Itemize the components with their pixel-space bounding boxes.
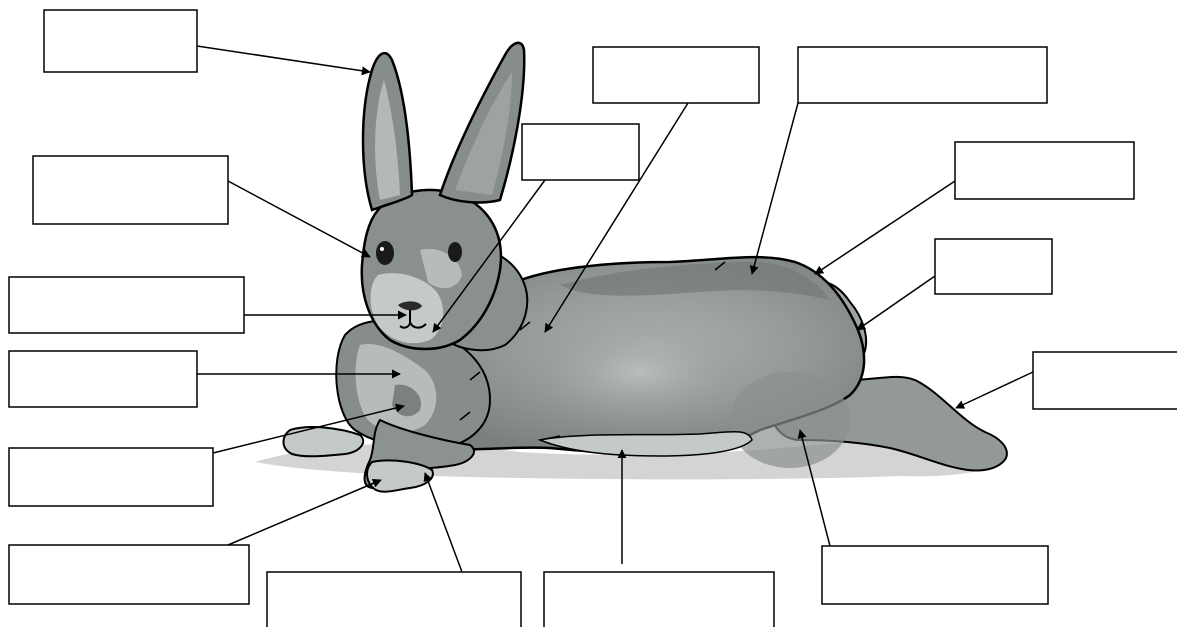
label-box-hind-foot[interactable] [1033,352,1177,409]
arrow-rump [857,276,935,330]
label-box-eyes[interactable] [33,156,228,224]
arrow-hind-foot [956,372,1033,408]
flank-highlight [530,317,750,427]
label-box-tail[interactable] [955,142,1134,199]
label-box-front-leg[interactable] [9,545,249,604]
label-box-back[interactable] [798,47,1047,103]
arrow-front-leg [228,480,381,545]
label-box-rump[interactable] [935,239,1052,294]
label-box-chest[interactable] [9,448,213,506]
arrow-claws [425,473,462,572]
arrow-eyes [228,181,370,257]
left-eye [376,241,394,265]
label-box-mouth[interactable] [522,124,639,180]
thigh-shape [730,372,850,468]
label-box-ears[interactable] [44,10,197,72]
arrow-tail [815,181,955,274]
rabbit-illustration [255,43,1007,492]
left-eye-glint [380,247,384,251]
right-eye [448,242,462,262]
label-box-front-paw[interactable] [544,572,774,627]
label-box-belly[interactable] [822,546,1048,604]
label-box-claws[interactable] [267,572,521,627]
front-paw-shape [367,460,433,491]
label-box-neck[interactable] [9,351,197,407]
label-box-nose[interactable] [9,277,244,333]
left-paw-shape [284,427,364,456]
arrow-ears [197,46,370,72]
arrow-back [752,103,798,274]
label-box-fur[interactable] [593,47,759,103]
